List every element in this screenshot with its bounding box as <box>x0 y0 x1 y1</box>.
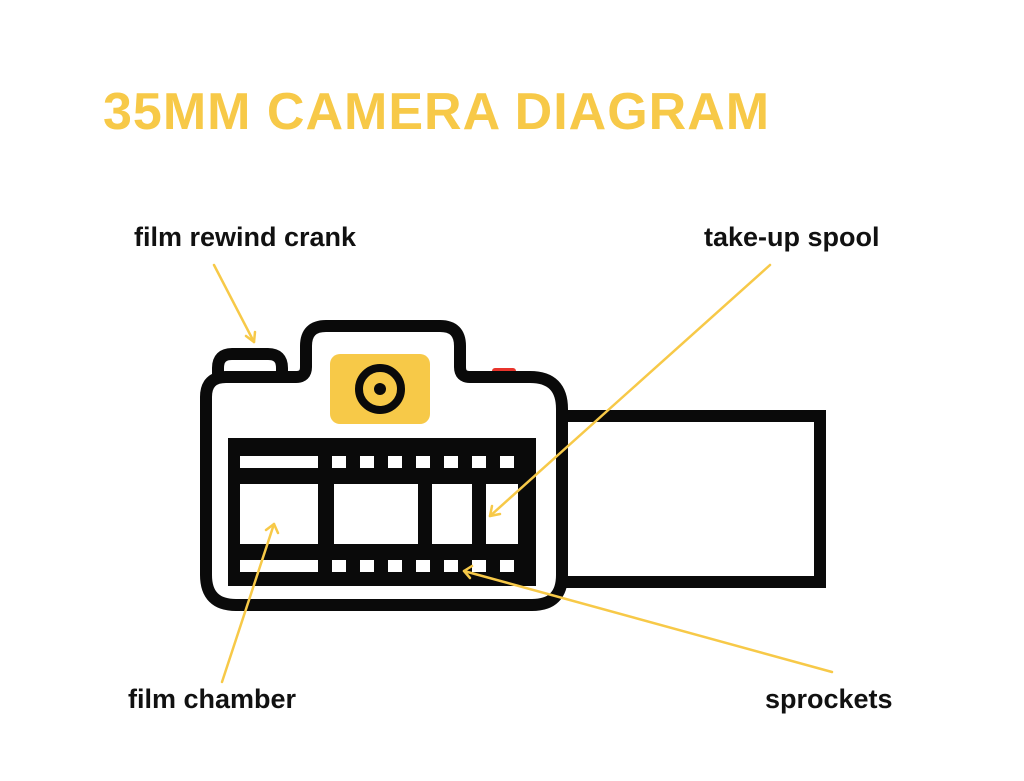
lens-center <box>374 383 386 395</box>
arrowhead-rewind-crank <box>244 330 257 344</box>
leader-sprockets <box>462 569 834 674</box>
label-film-chamber: film chamber <box>128 684 297 714</box>
lens-outer-ring <box>355 364 405 414</box>
leader-rewind-crank <box>212 263 256 344</box>
arrowhead-sprockets <box>462 564 474 580</box>
label-film-rewind-crank: film rewind crank <box>134 222 357 252</box>
label-take-up-spool: take-up spool <box>704 222 880 252</box>
arrowhead-take-up-spool <box>488 504 502 518</box>
label-sprockets: sprockets <box>765 684 893 714</box>
film-strip-extension <box>546 410 826 588</box>
leader-film-chamber <box>220 522 276 684</box>
leader-take-up-spool <box>488 263 772 518</box>
diagram-title: 35MM CAMERA DIAGRAM <box>103 83 771 141</box>
arrowhead-film-chamber <box>264 522 280 535</box>
